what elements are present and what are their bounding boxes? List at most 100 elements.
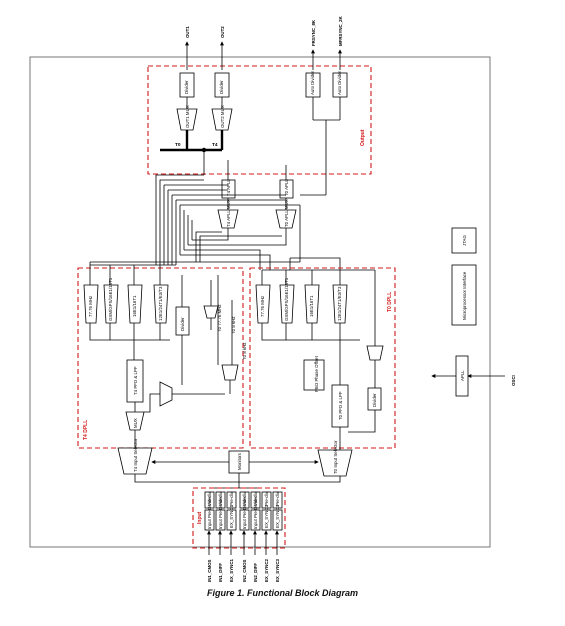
- pin-ex-sync1: EX_SYNC1: [229, 559, 234, 582]
- t0-freq3: [304, 284, 320, 324]
- pin-in2-cmos: IN2_CMOS: [242, 559, 247, 582]
- t0-apll: [279, 179, 294, 199]
- out1-divider-label: Divider: [184, 80, 189, 94]
- t0-freq1: [255, 284, 271, 324]
- input-group-label: Input: [197, 511, 203, 524]
- svg-text:Input Pre-Divider: Input Pre-Divider: [207, 496, 212, 529]
- input-pins: IN1_CMOS IN1_DIFF EX_SYNC1 IN2_CMOS IN2_…: [207, 530, 280, 582]
- pin-mfrsync-2k: MFRSYNC_2K: [338, 15, 343, 46]
- jtag-label: JTAG: [462, 235, 467, 246]
- out2-mux-label: OUT2 MUX: [220, 105, 225, 128]
- t0-apll-mux-label: T0 APLL MUX: [284, 199, 289, 227]
- svg-text:Pre-div: Pre-div: [242, 491, 247, 506]
- svg-text:Pre-div: Pre-div: [229, 491, 234, 506]
- t0-input-selector-label: T0 Input Selector: [333, 440, 338, 474]
- pin-in1-cmos: IN1_CMOS: [207, 559, 212, 582]
- t0-freq1-label: 77.76 MHz: [260, 296, 265, 317]
- t4-dpll-group-label: T4 DPLL: [83, 420, 89, 440]
- microprocessor-interface-block[interactable]: [451, 264, 477, 326]
- svg-text:Input Pre-Divider: Input Pre-Divider: [218, 496, 223, 529]
- t4-freq1-label: 77.76 MHz: [88, 296, 93, 317]
- svg-text:EX_SYNC1: EX_SYNC1: [229, 505, 234, 528]
- t4-freq3-label: 16E1/16T1: [132, 295, 137, 317]
- t4-sel-mux: [159, 381, 173, 407]
- t0-pfd-label: T0 PFD & LPF: [338, 391, 343, 420]
- pin-ex-sync2: EX_SYNC2: [264, 559, 269, 582]
- t0-top-mux: [366, 345, 384, 361]
- pin-frsync-8k: FRSYNC_8K: [311, 19, 316, 46]
- t4-pfd-label: T4 PFD & LPF: [133, 366, 138, 395]
- distribution-bus: [90, 174, 341, 270]
- t4-freq4-label: 12E1/24T1/E3/T3: [158, 286, 163, 321]
- osci-pin: OSCI: [511, 375, 516, 386]
- t4-freq-bank: 77.76 MHz GSM/GPS/16E1/16T1 16E1/16T1 12…: [83, 262, 176, 360]
- svg-text:Pre-div: Pre-div: [253, 491, 258, 506]
- t4-dpll-group-border: [77, 267, 244, 449]
- t0-divider-label: Divider: [372, 393, 377, 407]
- out2-mux: [211, 108, 233, 131]
- t4-divider: [175, 306, 190, 336]
- t0-freq2: [279, 284, 295, 324]
- t4-mid-mux: [221, 364, 239, 381]
- out2-divider-label: Divider: [219, 80, 224, 94]
- pin-out1: OUT1: [185, 26, 190, 38]
- t4-freq1: [83, 284, 99, 324]
- t0-freq-bank: 77.76 MHz GSM/GPS/16E1/16T1 16E1/16T1 12…: [255, 269, 376, 385]
- output-pins: OUT1 OUT2 FRSYNC_8K MFRSYNC_2K: [185, 15, 343, 70]
- chip-outline: [29, 56, 491, 548]
- pin-ex-sync3: EX_SYNC3: [275, 559, 280, 582]
- svg-text:Pre-div: Pre-div: [264, 491, 269, 506]
- t4-freq3: [127, 284, 143, 324]
- t0-freq4-label: 12E1/24T1/E3/T3: [337, 286, 342, 321]
- t4-sel-in1: T0 77.76 MHz: [217, 304, 222, 332]
- frsync-divider-label: Auto Divider: [310, 71, 315, 95]
- svg-text:Pre-div: Pre-div: [275, 491, 280, 506]
- svg-text:Pre-div: Pre-div: [218, 491, 223, 506]
- output-group-border: [147, 65, 372, 175]
- svg-text:EX_SYNC2: EX_SYNC2: [264, 505, 269, 528]
- t4-mux-label: MUX: [133, 418, 138, 428]
- t0-dpll-group-label: T0 DPLL: [387, 292, 393, 312]
- tap-t0: T0: [175, 142, 181, 148]
- svg-text:Input Pre-Divider: Input Pre-Divider: [253, 496, 258, 529]
- t4-sel-in2: T0 8 kHz: [231, 316, 236, 334]
- input-group-border: [192, 487, 286, 549]
- t0-dpll-group-border: [249, 267, 396, 449]
- t0-apll-mux: [275, 209, 297, 229]
- out1-mux-label: OUT1 MUX: [185, 105, 190, 128]
- t0-offset-block: [303, 359, 325, 391]
- t0-freq3-label: 16E1/16T1: [309, 295, 314, 317]
- t4-divider-label: Divider: [180, 317, 185, 331]
- t4-input-selector: [117, 447, 153, 475]
- output-group-label: Output: [360, 129, 366, 146]
- t4-freq2: [103, 284, 119, 324]
- t4-apll-label: T4 APLL: [226, 179, 231, 196]
- t4-apll-mux: [217, 209, 239, 229]
- t0-divider: [367, 387, 382, 411]
- pin-in2-diff: IN2_DIFF: [253, 563, 258, 582]
- svg-text:Input Pre-Divider: Input Pre-Divider: [242, 496, 247, 529]
- tap-t4: T4: [212, 142, 218, 148]
- t4-freq4: [153, 284, 169, 324]
- t4-top-mux: [203, 305, 219, 319]
- svg-text:EX_SYNC3: EX_SYNC3: [275, 505, 280, 528]
- t0-offset-label: PBO Phase Offset: [314, 355, 319, 392]
- input-cells: Pre-div Pre-div Pre-div Pre-div Pre-div …: [204, 491, 283, 531]
- svg-text:Pre-div: Pre-div: [207, 491, 212, 506]
- out1-mux: [176, 108, 198, 131]
- figure-caption: Figure 1. Functional Block Diagram: [206, 588, 359, 598]
- osci-apll-label: APLL: [460, 370, 465, 381]
- t4-sel-in3: T0 8 kHz: [242, 342, 247, 360]
- t0-apll-label: T0 APLL: [284, 179, 289, 196]
- mfrsync-divider-label: Auto Divider: [337, 71, 342, 95]
- t4-apll-mux-label: T4 APLL MUX: [226, 199, 231, 227]
- pin-in1-diff: IN1_DIFF: [218, 563, 223, 582]
- pin-out2: OUT2: [220, 26, 225, 38]
- microprocessor-interface-label: Microprocessor Interface: [462, 271, 467, 320]
- t4-apll: [221, 179, 236, 199]
- t0-input-selector: [317, 449, 353, 477]
- jtag-block[interactable]: [451, 227, 477, 254]
- t0-freq4: [332, 284, 348, 324]
- output-bus: [160, 130, 224, 152]
